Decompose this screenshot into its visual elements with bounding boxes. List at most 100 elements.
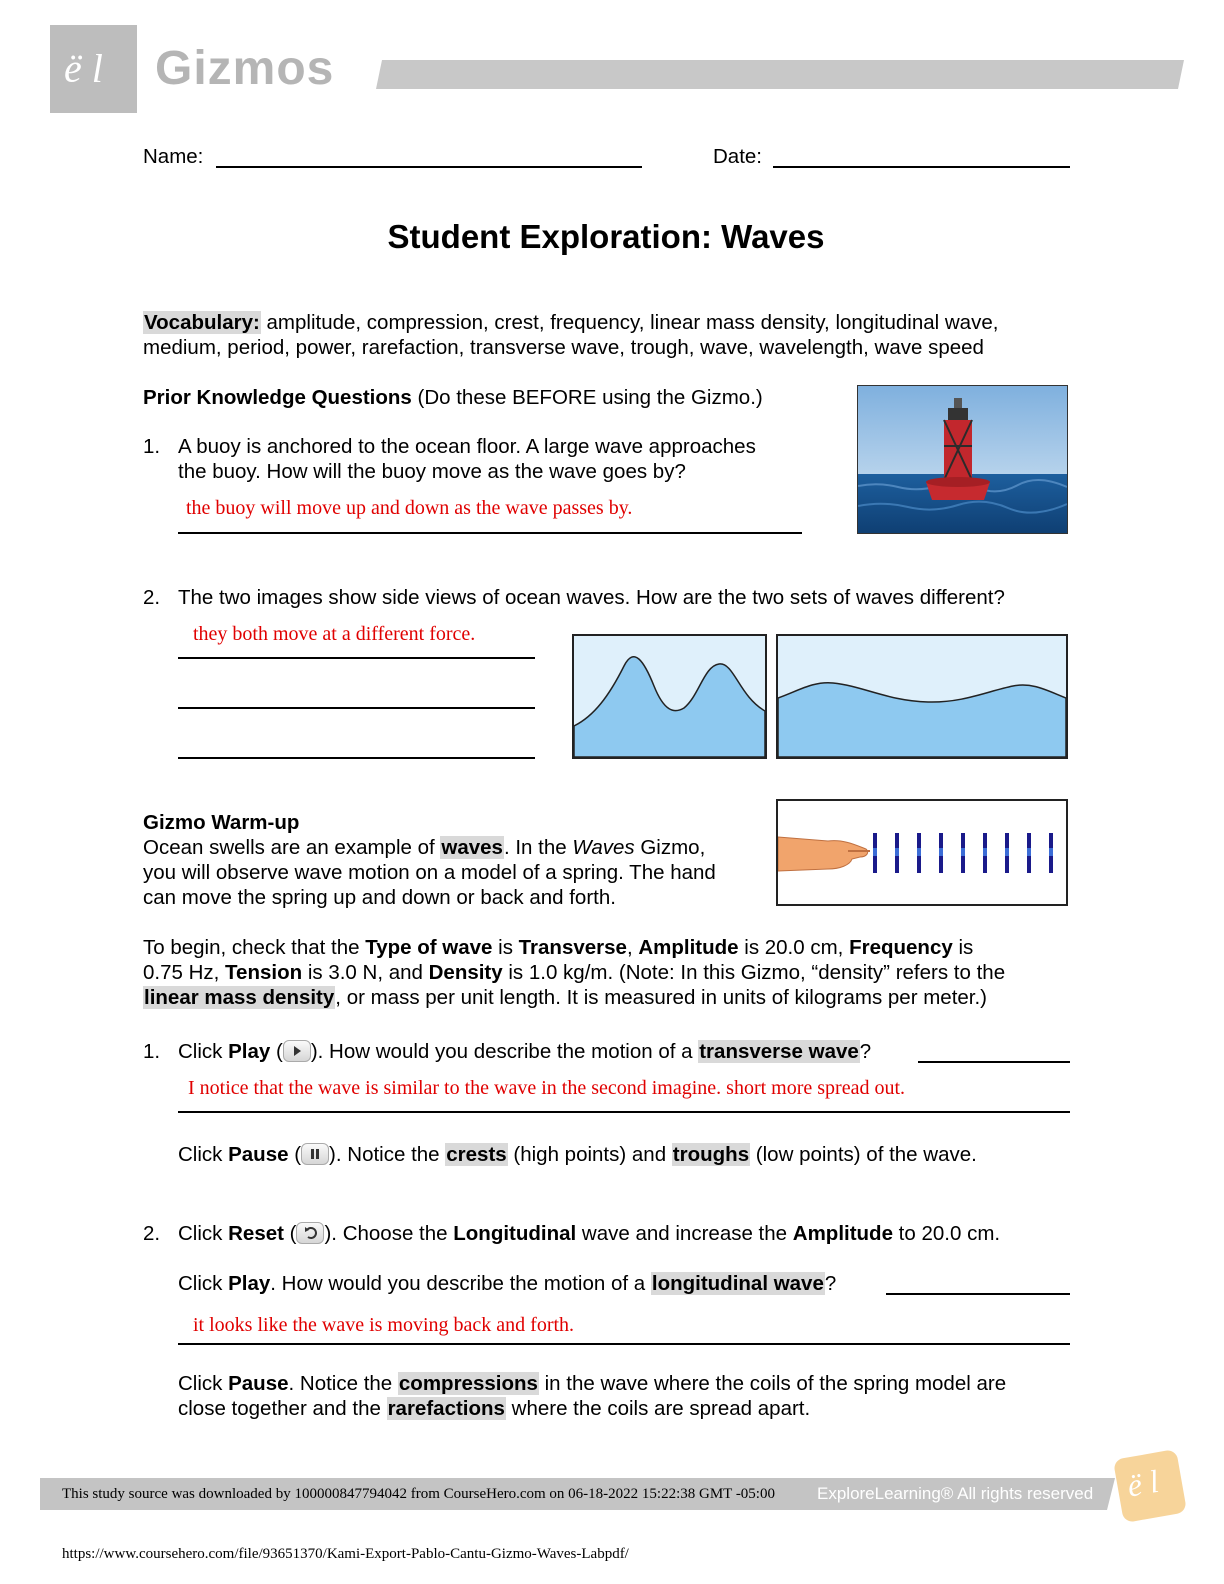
name-label: Name: [143,145,204,168]
step-text: ). Choose the [324,1222,454,1245]
settings-text: is 20.0 cm, [738,936,850,959]
page-title: Student Exploration: Waves [387,218,825,255]
q2-answer-line-3 [178,757,535,759]
step2-question: Click Reset (). Choose the Longitudinal … [178,1221,1000,1246]
term-waves: waves [440,836,504,859]
step-text: close together and the [178,1397,387,1420]
q2-answer[interactable]: they both move at a different force. [193,623,476,645]
term-rarefactions: rarefactions [386,1397,506,1420]
settings-text: is [952,936,974,959]
setting-type-of-wave: Type of wave [365,936,493,959]
play-label: Play [228,1272,271,1295]
step1-number: 1. [143,1040,161,1063]
step-text: ( [288,1143,302,1166]
q2-text: The two images show side views of ocean … [178,586,1005,609]
play-label: Play [228,1040,271,1063]
step-text: (high points) and [507,1143,672,1166]
vocabulary-label: Vocabulary: [143,311,261,334]
q1-line-2: the buoy. How will the buoy move as the … [178,460,686,483]
play-button-icon [282,1040,311,1062]
footer-bar [40,1478,1115,1510]
coursehero-url[interactable]: https://www.coursehero.com/file/93651370… [62,1546,629,1562]
pause-button-icon [301,1143,330,1165]
warmup-heading: Gizmo Warm-up [143,811,300,834]
pause-label: Pause [228,1372,289,1395]
step-text: in the wave where the coils of the sprin… [538,1372,1007,1395]
q2-answer-line-2 [178,707,535,709]
step-text: Click [178,1272,229,1295]
vocabulary-line-1: Vocabulary: amplitude, compression, cres… [143,310,998,335]
prior-heading: Prior Knowledge Questions (Do these BEFO… [143,385,763,410]
pause-label: Pause [228,1143,289,1166]
step-text: Click [178,1372,229,1395]
warmup-line-2: you will observe wave motion on a model … [143,861,716,884]
warmup-text: Ocean swells are an example of [143,836,441,859]
q1-answer[interactable]: the buoy will move up and down as the wa… [186,497,633,519]
step2-answer-line [178,1343,1070,1345]
term-longitudinal-wave: longitudinal wave [650,1272,825,1295]
step2-pause-line-2: close together and the rarefactions wher… [178,1396,810,1421]
step2-number: 2. [143,1222,161,1245]
brand-name: Gizmos [155,42,335,95]
step-text: ? [859,1040,872,1063]
footer-copyright: ExploreLearning® All rights reserved [817,1484,1094,1503]
q2-number: 2. [143,586,161,609]
step2-pause-line-1: Click Pause. Notice the compressions in … [178,1371,1006,1396]
warmup-text: Gizmo, [634,836,706,859]
q1-number: 1. [143,435,161,458]
step-text: ? [824,1272,837,1295]
footer-logo: ë l [1112,1448,1188,1524]
settings-text: 0.75 Hz, [143,961,226,984]
step-text: to 20.0 cm. [892,1222,1001,1245]
warmup-line-3: can move the spring up and down or back … [143,886,616,909]
header-bar [376,60,1184,89]
vocabulary-line-2: medium, period, power, rarefaction, tran… [143,336,984,359]
step1-answer-line [178,1111,1070,1113]
reset-button-icon [296,1222,325,1244]
settings-text: is 3.0 N, and [302,961,429,984]
reset-label: Reset [228,1222,284,1245]
step1-blank-line [918,1061,1070,1063]
setting-amplitude: Amplitude [638,936,739,959]
flat-waves-image [776,634,1068,759]
term-transverse-wave: transverse wave [698,1040,860,1063]
step-text: . How would you describe the motion of a [270,1272,651,1295]
download-source-note: This study source was downloaded by 1000… [62,1486,775,1502]
settings-text: To begin, check that the [143,936,366,959]
step-text: (low points) of the wave. [750,1143,977,1166]
prior-heading-title: Prior Knowledge Questions [143,386,412,409]
footer-logo-glyph: ë l [1124,1462,1162,1504]
warmup-line-1: Ocean swells are an example of waves. In… [143,835,705,860]
step-text: . Notice the [288,1372,398,1395]
step1-question: Click Play (). How would you describe th… [178,1039,871,1064]
step2-blank-line [886,1293,1070,1295]
step-text: ). Notice the [329,1143,446,1166]
prior-heading-note: (Do these BEFORE using the Gizmo.) [411,386,763,409]
q1-line-1: A buoy is anchored to the ocean floor. A… [178,435,756,458]
term-amplitude: Amplitude [792,1222,893,1245]
setting-transverse: Transverse [518,936,627,959]
date-field[interactable] [773,166,1070,168]
term-longitudinal: Longitudinal [453,1222,577,1245]
setting-density: Density [428,961,503,984]
settings-text: is [492,936,519,959]
step-text: ( [283,1222,297,1245]
settings-text: is 1.0 kg/m. (Note: In this Gizmo, “dens… [502,961,1006,984]
vocabulary-terms-1: amplitude, compression, crest, frequency… [260,311,999,334]
step-text: where the coils are spread apart. [505,1397,811,1420]
setting-frequency: Frequency [849,936,953,959]
gizmos-logo: ë l [50,25,137,113]
step2-answer[interactable]: it looks like the wave is moving back an… [193,1314,575,1336]
term-crests: crests [445,1143,508,1166]
term-troughs: troughs [671,1143,751,1166]
step1-answer[interactable]: I notice that the wave is similar to the… [188,1077,906,1099]
logo-glyph: ë l [64,46,103,91]
date-label: Date: [713,145,762,168]
spring-hand-image [776,799,1068,906]
q1-answer-line [178,532,802,534]
setting-tension: Tension [225,961,303,984]
step-text: ( [270,1040,283,1063]
tall-waves-image [572,634,767,759]
name-field[interactable] [216,166,642,168]
settings-line-2: 0.75 Hz, Tension is 3.0 N, and Density i… [143,960,1005,985]
